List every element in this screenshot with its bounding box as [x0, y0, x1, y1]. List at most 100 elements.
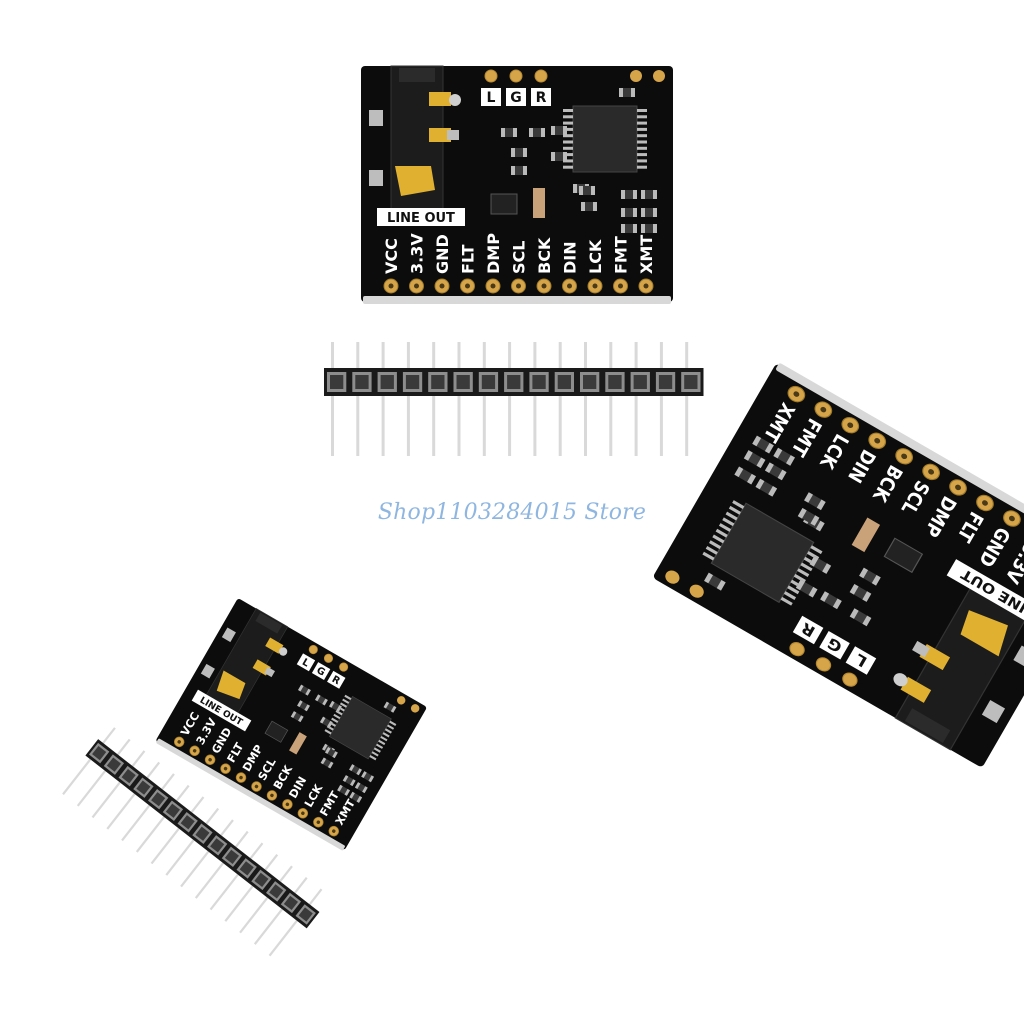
smd-terminal [849, 583, 859, 595]
header-cell-core [239, 861, 254, 876]
chip-lead [344, 694, 352, 701]
pin-hole [847, 422, 854, 428]
jack-pad [912, 640, 930, 658]
header-cell-core [481, 375, 496, 389]
chip-lead [702, 551, 715, 561]
smd-terminal [362, 786, 368, 794]
smd-terminal [337, 784, 343, 792]
smd-terminal [815, 520, 825, 532]
header-pin [205, 807, 220, 825]
pin-hole [567, 283, 572, 289]
header-pin [533, 342, 537, 368]
smd-terminal [809, 555, 819, 567]
pin-hole [643, 283, 649, 289]
header-pin [634, 342, 638, 368]
jack-pad [278, 647, 288, 656]
chip-body [710, 502, 815, 604]
header-pin [482, 342, 486, 368]
chip-lead [324, 729, 332, 735]
smd-terminal [641, 190, 645, 199]
chip-lead [331, 717, 339, 724]
pin-label: DIN [561, 241, 580, 274]
header-pin [62, 758, 92, 796]
header-pin [146, 761, 161, 779]
smd-terminal [747, 473, 756, 485]
smd-terminal [573, 184, 577, 193]
pcb-edge [156, 738, 345, 851]
chip-lead [637, 109, 647, 112]
smd-terminal [319, 716, 326, 724]
pcb-edge [363, 296, 671, 304]
smd-terminal [768, 486, 778, 497]
smd-terminal [551, 152, 555, 161]
chip-lead [725, 511, 738, 521]
jack-pad [447, 130, 459, 140]
header-pin [659, 342, 663, 368]
header-pin [116, 738, 131, 756]
smd-terminal [298, 684, 304, 692]
smd-component [641, 224, 657, 233]
header-cell-core [355, 375, 369, 389]
chip-lead [563, 121, 573, 125]
header-cell-core [298, 907, 313, 922]
pin-label: FLT [459, 245, 478, 274]
header-cell-core [195, 826, 210, 841]
header-pin [685, 342, 689, 368]
mount-pad [689, 584, 704, 598]
jack-pad [893, 673, 908, 687]
pin-hole [516, 283, 521, 289]
smd-terminal [641, 208, 645, 217]
jack-contact [900, 676, 932, 703]
smd-terminal [297, 700, 303, 708]
chip-lead [563, 140, 573, 144]
pin-hole [592, 283, 598, 289]
smd-terminal [756, 457, 766, 469]
header-cell-core [658, 375, 673, 389]
smd-component [529, 128, 545, 137]
smd-terminal [563, 152, 567, 161]
header-pin [331, 396, 334, 456]
header-pin [106, 793, 136, 830]
header-pin [135, 816, 165, 853]
smd-component [619, 88, 635, 97]
chip-body [328, 695, 392, 760]
smd-component [641, 190, 657, 199]
pin-hole [301, 811, 305, 816]
header-pin [432, 342, 436, 368]
smd-terminal [511, 148, 515, 157]
jack-pad [449, 94, 461, 106]
header-cell-core [136, 780, 151, 795]
pin-label: 3.3V [408, 233, 427, 274]
header-pin [253, 908, 284, 945]
channel-tag-box [819, 630, 850, 660]
pin-label: SCL [510, 241, 529, 274]
capacitor [851, 517, 881, 553]
header-pin [331, 342, 334, 368]
smd-terminal [633, 224, 637, 233]
smd-terminal [621, 224, 625, 233]
pin-hole [465, 283, 470, 289]
channel-tag: G [510, 90, 522, 106]
smd-component [579, 186, 595, 195]
pcb-edge [776, 363, 1024, 557]
header-cell-core [633, 375, 647, 389]
chip-lead [563, 165, 573, 169]
chip-lead [709, 540, 722, 550]
smd-terminal [734, 466, 744, 478]
header-cell-core [283, 895, 299, 911]
header-pin [508, 396, 512, 456]
channel-tag-box [481, 88, 501, 106]
channel-pad [815, 657, 832, 672]
mount-pad [397, 696, 406, 705]
chip-lead [637, 146, 647, 150]
capacitor [289, 732, 307, 755]
header-cell-core [405, 375, 420, 389]
chip-lead [637, 159, 647, 163]
header-pin [190, 796, 205, 813]
smd-terminal [523, 148, 527, 157]
header-pin [121, 804, 151, 842]
header-pin [356, 342, 360, 368]
smd-terminal [653, 190, 657, 199]
